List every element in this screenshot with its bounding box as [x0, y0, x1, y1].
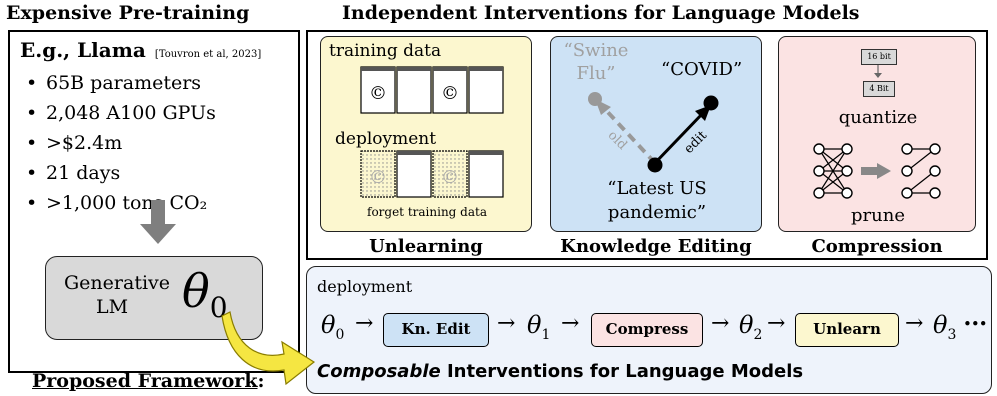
theta-1: θ1 — [527, 311, 551, 343]
curved-arrow-icon — [221, 311, 316, 386]
ellipsis: ••• — [963, 315, 988, 333]
list-item: 2,048 A100 GPUs — [26, 98, 216, 128]
theta-2: θ2 — [739, 311, 763, 343]
right-arrow-icon: → — [561, 311, 580, 336]
list-item: >$2.4m — [26, 128, 216, 158]
copyright-icon: © — [369, 167, 387, 188]
model-name: E.g., Llama — [20, 38, 146, 62]
quantize-label: quantize — [838, 107, 918, 128]
right-arrow-icon: → — [767, 311, 786, 336]
theta-3: θ3 — [933, 311, 957, 343]
theta-zero-label: θ0 — [182, 264, 228, 325]
right-arrow-icon: → — [905, 311, 924, 336]
forget-training-data-label: forget training data — [367, 205, 487, 219]
proposed-framework-label: Proposed Framework: — [32, 370, 265, 392]
compression-box: 16 bit 4 Bit quantize prune — [778, 36, 976, 232]
pretraining-cost-list: 65B parameters 2,048 A100 GPUs >$2.4m 21… — [26, 68, 216, 218]
model-citation: [Touvron et al, 2023] — [154, 49, 262, 60]
interventions-header: Independent Interventions for Language M… — [342, 2, 860, 24]
new-fact-label: “COVID” — [661, 59, 743, 80]
copyright-icon: © — [441, 83, 459, 104]
copyright-icon: © — [369, 83, 387, 104]
unlearn-step: Unlearn — [795, 313, 899, 347]
compress-step: Compress — [591, 313, 703, 347]
unlearning-box: training data deployment forget training… — [320, 36, 532, 232]
quantize-arrow-icon — [874, 65, 882, 78]
list-item: >1,000 tons CO₂ — [26, 188, 216, 218]
list-item: 65B parameters — [26, 68, 216, 98]
framework-title: Composable Interventions for Language Mo… — [317, 361, 804, 382]
generative-lm-box: Generative LM θ0 — [45, 256, 263, 340]
knowledge-edit-step: Kn. Edit — [383, 313, 489, 347]
compression-caption: Compression — [811, 236, 943, 257]
deployment-label: deployment — [335, 129, 437, 149]
query-label: “Latest US pandemic” — [607, 178, 707, 223]
pretraining-header: Expensive Pre-training — [6, 2, 250, 24]
document-icons — [360, 66, 504, 198]
knowledge-editing-box: “Swine Flu” “COVID” old edit “Latest US … — [550, 36, 762, 232]
knowledge-editing-caption: Knowledge Editing — [560, 236, 752, 257]
lm-label: Generative LM — [64, 272, 171, 318]
independent-interventions-panel — [306, 30, 988, 260]
deployment-label: deployment — [317, 277, 413, 296]
edit-arrows-icon — [588, 92, 719, 173]
training-data-label: training data — [329, 41, 442, 61]
down-arrow-icon — [140, 200, 176, 244]
right-arrow-icon: → — [355, 311, 374, 336]
composable-framework-panel: deployment θ0 → Kn. Edit → θ1 → Compress… — [306, 266, 992, 394]
bits-16-label: 16 bit — [861, 49, 897, 65]
theta-0: θ0 — [321, 311, 345, 343]
copyright-icon: © — [441, 167, 459, 188]
old-fact-label: “Swine Flu” — [563, 40, 629, 84]
model-example-title: E.g., Llama [Touvron et al, 2023] — [20, 38, 261, 62]
unlearning-caption: Unlearning — [369, 236, 483, 257]
bits-4-label: 4 Bit — [863, 81, 895, 97]
pretraining-panel: E.g., Llama [Touvron et al, 2023] 65B pa… — [8, 30, 300, 373]
list-item: 21 days — [26, 158, 216, 188]
right-arrow-icon: → — [711, 311, 730, 336]
prune-network-icon — [813, 143, 941, 199]
right-arrow-icon: → — [497, 311, 516, 336]
prune-label: prune — [851, 205, 905, 226]
